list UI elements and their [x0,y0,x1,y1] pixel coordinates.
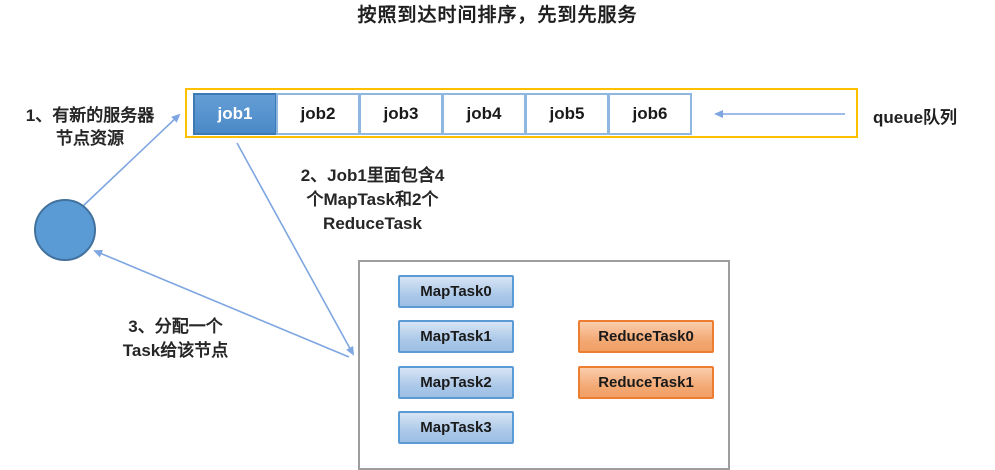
queue-job-1: job1 [193,93,277,135]
maptask0-box: MapTask0 [398,275,514,308]
step1-label: 1、有新的服务器 节点资源 [4,104,176,150]
step2-line1: 2、Job1里面包含4 [300,166,445,185]
queue-job-5: job5 [525,93,609,135]
queue-job-2: job2 [276,93,360,135]
reducetask0-box: ReduceTask0 [578,320,714,353]
step3-line2: Task给该节点 [122,341,229,360]
step3-label: 3、分配一个 Task给该节点 [93,315,258,363]
reducetask1-box: ReduceTask1 [578,366,714,399]
step1-line2: 节点资源 [56,129,124,148]
queue-job-6: job6 [608,93,692,135]
queue-job-4: job4 [442,93,526,135]
step2-line2: 个MapTask和2个 [306,190,439,209]
step1-line1: 1、有新的服务器 [25,106,155,125]
maptask2-box: MapTask2 [398,366,514,399]
server-node-circle [34,199,96,261]
step3-line1: 3、分配一个 [128,317,223,336]
step2-line3: ReduceTask [323,214,422,233]
queue-job-3: job3 [359,93,443,135]
maptask1-box: MapTask1 [398,320,514,353]
maptask3-box: MapTask3 [398,411,514,444]
diagram-title: 按照到达时间排序，先到先服务 [357,5,638,26]
step2-label: 2、Job1里面包含4 个MapTask和2个 ReduceTask [255,164,490,236]
queue-label: queue队列 [873,108,958,127]
